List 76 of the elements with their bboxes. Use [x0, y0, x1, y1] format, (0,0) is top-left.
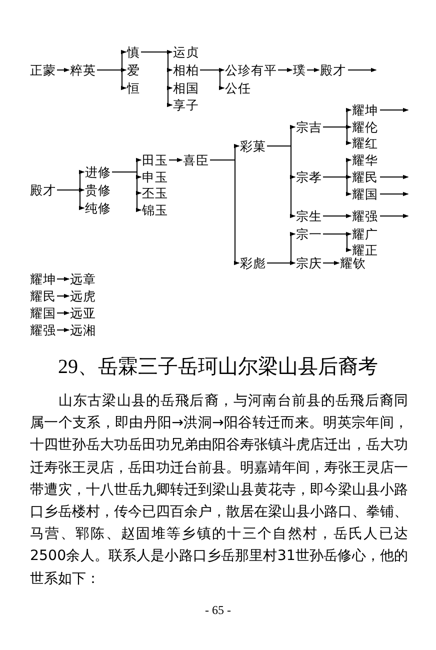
arrow [306, 68, 320, 72]
arrow [322, 176, 352, 196]
name-text: 宗一 [296, 228, 322, 240]
section-title: 29、岳霖三子岳珂山尔梁山县后裔考 [57, 355, 379, 380]
name-text: 耀强 [30, 324, 56, 336]
name-text: 远章 [70, 272, 96, 286]
name-text: 正蒙 [30, 64, 56, 76]
arrow [266, 260, 296, 266]
name-text: 锦玉 [142, 204, 168, 216]
arrow [380, 192, 409, 196]
name-text: 相柏 [173, 64, 199, 76]
body-paragraph: 山东古梁山县的岳飛后裔，与河南台前县的岳飛后裔同属一个支系，即由丹阳→洪洞→阳谷转迁而来。明英宗年间，十四世孙岳大功岳田功兄弟由阳谷寿张镇斗虎店迁出，岳大功迁寿张王灵店，岳田功迁台前县。明嘉靖年间，寿张王灵店一带遭灾，十八世岳九卿转迁到梁山县黄花寺，即今梁山县小路口乡岳楼村，传今已四百余户，散居在梁山县小路口、拳铺、马营、郓陈、赵固堆等乡镇的十三个自然村，岳氏人已达2500余人。联系人是小路口乡岳那里村31世孙岳修心，他的世系如下： [30, 392, 408, 589]
name-text: 宗生 [296, 210, 322, 222]
arrow [56, 68, 70, 72]
name-text: 恒 [127, 82, 140, 94]
arrow [380, 174, 409, 180]
arrow [56, 190, 85, 210]
name-text: 耀强 [352, 210, 378, 222]
name-text: 耀坤 [352, 104, 378, 116]
name-text: 耀国 [30, 306, 56, 320]
name-text: 殿才 [320, 64, 346, 76]
name-text: 远湘 [70, 324, 96, 336]
arrow [140, 52, 173, 108]
name-text: 进修 [85, 166, 111, 178]
name-text: 相国 [173, 82, 199, 94]
name-text: 丕玉 [142, 186, 168, 200]
arrow [266, 146, 296, 218]
name-text: 宗庆 [296, 256, 322, 270]
name-text: 公任 [225, 82, 251, 94]
arrow [322, 214, 352, 218]
name-text: 耀民 [30, 290, 56, 302]
name-text: 爱 [127, 64, 140, 76]
arrow [380, 214, 409, 218]
name-text: 耀钦 [340, 256, 366, 270]
arrow [56, 294, 70, 298]
name-text: 殿才 [30, 184, 56, 196]
arrow [348, 68, 377, 72]
arrow [380, 108, 409, 112]
arrow [56, 310, 70, 316]
name-text: 申玉 [142, 170, 168, 184]
name-text: 贵修 [85, 184, 111, 196]
name-text: 耀伦 [352, 120, 378, 134]
name-text: 享子 [173, 98, 199, 112]
name-text: 远虎 [70, 290, 96, 302]
name-text: 璞 [293, 64, 306, 76]
name-text: 运贞 [173, 46, 199, 58]
name-text: 耀坤 [30, 272, 56, 286]
name-text: 耀广 [352, 228, 378, 240]
arrow [322, 126, 352, 146]
name-text: 耀民 [352, 170, 378, 184]
name-text: 喜臣 [183, 154, 209, 166]
arrow [322, 260, 340, 266]
name-text: 田玉 [142, 154, 168, 166]
name-text: 彩彪 [240, 256, 266, 270]
arrow [112, 172, 142, 212]
name-text: 耀红 [352, 136, 378, 150]
name-text: 耀正 [352, 244, 378, 256]
name-text: 公珍有平 [225, 64, 277, 76]
name-text: 耀国 [352, 188, 378, 200]
name-text: 远亚 [70, 306, 96, 320]
name-text: 彩菓 [240, 140, 266, 152]
name-text: 慎 [127, 46, 140, 58]
arrow [56, 328, 70, 332]
name-text: 粹英 [70, 64, 96, 76]
name-text: 宗吉 [296, 120, 322, 134]
arrow [210, 160, 240, 266]
arrow [322, 234, 352, 252]
page-number: - 65 - [204, 603, 232, 618]
name-text: 纯修 [85, 202, 111, 214]
arrow [96, 70, 127, 90]
arrow [56, 276, 70, 282]
arrow [168, 158, 183, 162]
name-text: 宗孝 [296, 170, 322, 184]
arrow [200, 70, 225, 90]
arrow [278, 68, 293, 72]
name-text: 耀华 [352, 154, 378, 166]
